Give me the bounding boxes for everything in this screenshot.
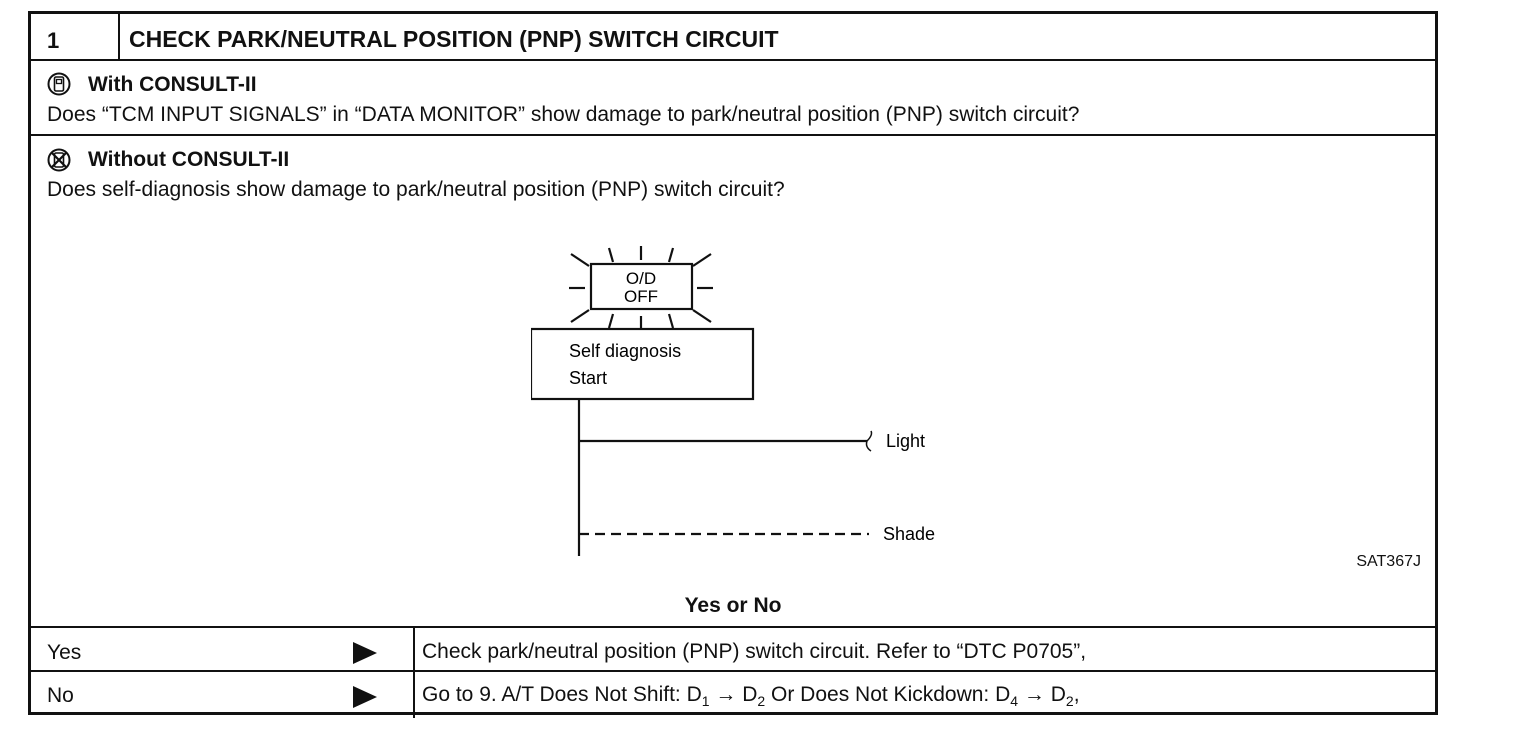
indicator-line-2: OFF — [624, 287, 658, 306]
consult-tool-icon — [47, 72, 71, 96]
no-action: Go to 9. A/T Does Not Shift: D1 → D2 Or … — [422, 683, 1080, 710]
step-number: 1 — [47, 28, 60, 53]
no-label: No — [47, 684, 74, 707]
without-consult-question: Does self-diagnosis show damage to park/… — [47, 178, 785, 201]
header-rule — [31, 59, 1435, 61]
decision-divider — [413, 626, 415, 718]
step-title: CHECK PARK/NEUTRAL POSITION (PNP) SWITCH… — [129, 26, 779, 52]
yes-arrow-icon — [353, 642, 377, 664]
section-rule — [31, 134, 1435, 136]
decision-rule-top — [31, 626, 1435, 628]
yes-action: Check park/neutral position (PNP) switch… — [422, 640, 1087, 663]
light-line-break — [865, 430, 873, 452]
shade-label: Shade — [883, 524, 935, 544]
figure-id: SAT367J — [1356, 553, 1421, 570]
box-line-1: Self diagnosis — [569, 341, 681, 361]
with-consult-heading: With CONSULT-II — [88, 73, 257, 96]
decision-rule-mid — [31, 670, 1435, 672]
indicator-line-1: O/D — [626, 269, 656, 288]
diagnostic-procedure-table: 1 CHECK PARK/NEUTRAL POSITION (PNP) SWIT… — [28, 11, 1438, 718]
no-arrow-icon — [353, 686, 377, 708]
flash-rays — [569, 246, 713, 330]
self-diagnosis-timing-diagram: O/D OFF Self diagnosis Start Light Shade — [531, 246, 935, 556]
od-off-indicator — [589, 262, 694, 311]
box-line-2: Start — [569, 368, 607, 388]
without-consult-heading: Without CONSULT-II — [88, 148, 290, 171]
header-divider — [118, 14, 120, 60]
yes-label: Yes — [47, 641, 82, 664]
yes-or-no-label: Yes or No — [684, 594, 782, 617]
self-diagnosis-start-box — [531, 327, 755, 401]
no-consult-tool-icon — [47, 148, 71, 172]
light-label: Light — [886, 431, 925, 451]
with-consult-question: Does “TCM INPUT SIGNALS” in “DATA MONITO… — [47, 103, 1080, 126]
